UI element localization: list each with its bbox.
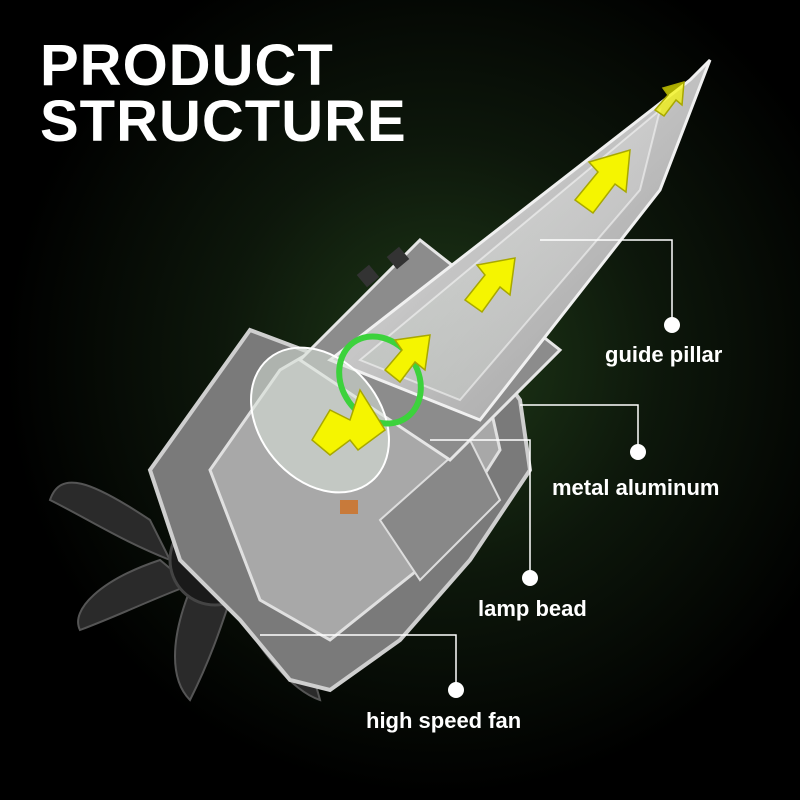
lamp-bead-leader xyxy=(430,439,531,578)
arrow-icon xyxy=(653,80,685,118)
title-line-2: STRUCTURE xyxy=(40,89,407,154)
arrow-icon xyxy=(463,257,516,314)
high-speed-fan-label: high speed fan xyxy=(366,708,522,733)
airflow-arrows xyxy=(311,80,685,456)
arrow-icon xyxy=(383,334,431,384)
metal-aluminum-leader xyxy=(520,404,639,452)
lamp-bead-label: lamp bead xyxy=(478,596,587,621)
lamp-bead-dot xyxy=(522,570,538,586)
metal-aluminum-dot xyxy=(630,444,646,460)
title-line-1: PRODUCT xyxy=(40,33,334,98)
guide-pillar-leader xyxy=(540,239,673,325)
page-title: PRODUCT STRUCTURE xyxy=(40,33,407,154)
lamp-bead xyxy=(250,346,390,514)
metal-aluminum-label: metal aluminum xyxy=(552,475,720,500)
guide-pillar xyxy=(327,58,712,422)
callout-lines xyxy=(260,239,673,690)
high-speed-fan-dot xyxy=(448,682,464,698)
arrow-icon xyxy=(573,148,631,215)
callout-dots xyxy=(448,317,680,698)
guide-pillar-dot xyxy=(664,317,680,333)
arrow-icon xyxy=(311,388,387,456)
guide-pillar-label: guide pillar xyxy=(605,342,723,367)
high-speed-fan-leader xyxy=(260,634,457,690)
